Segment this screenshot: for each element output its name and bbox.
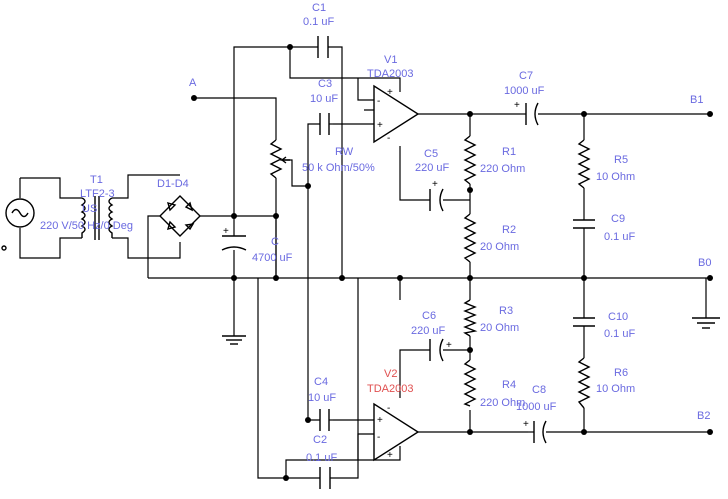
amplifier-v2-symbol: + - - +: [373, 402, 420, 462]
c6-name: C6: [422, 310, 436, 322]
plus-sign: +: [523, 419, 529, 430]
plus-sign: +: [514, 100, 520, 111]
filter-cap-name: C: [271, 236, 279, 248]
plus-sign: +: [446, 340, 452, 351]
c2-name: C2: [313, 434, 327, 446]
ground-icon: [222, 335, 246, 345]
c8-name: C8: [532, 384, 546, 396]
resistor-r4-symbol: [463, 359, 477, 407]
transformer-symbol: [80, 196, 114, 240]
c10-name: C10: [608, 311, 628, 323]
c1-name: C1: [312, 2, 326, 14]
terminal-b1-label: B1: [690, 94, 703, 106]
c8-value: 1000 uF: [516, 401, 557, 413]
c7-value: 1000 uF: [504, 85, 545, 97]
terminal-b2-label: B2: [697, 410, 710, 422]
plus-sign: +: [432, 179, 438, 190]
plus-sign: +: [377, 120, 383, 131]
capacitor-c4-symbol: [319, 409, 333, 431]
wires: [19, 46, 710, 479]
c9-value: 0.1 uF: [604, 231, 635, 243]
bridge-rectifier-symbol: [159, 195, 201, 237]
plus-sign: +: [377, 415, 383, 426]
potentiometer-symbol: [269, 139, 290, 179]
r4-name: R4: [502, 379, 516, 391]
c5-name: C5: [424, 148, 438, 160]
terminal-b0-label: B0: [698, 257, 711, 269]
transformer-model: LTF2-3: [80, 188, 115, 200]
amp-v1-name: V1: [384, 54, 397, 66]
resistor-r1-symbol: [463, 135, 477, 185]
r4-value: 220 Ohm: [480, 397, 525, 409]
c3-name: C3: [318, 78, 332, 90]
transformer-name: T1: [90, 174, 103, 186]
c7-name: C7: [519, 70, 533, 82]
ac-source-symbol: [1, 198, 35, 251]
resistor-r6-symbol: [577, 357, 591, 409]
amp-v2-name: V2: [384, 368, 397, 380]
capacitor-c5-symbol: +: [429, 179, 444, 212]
capacitor-c8-symbol: +: [523, 419, 547, 444]
c3-value: 10 uF: [310, 93, 338, 105]
terminal-a-label: A: [189, 77, 197, 89]
r1-name: R1: [502, 146, 516, 158]
plus-sign: +: [387, 450, 393, 461]
minus-sign: -: [387, 133, 390, 144]
amp-v1-model: TDA2003: [367, 68, 413, 80]
amp-v2-model: TDA2003: [367, 383, 413, 395]
filter-cap-value: 4700 uF: [252, 252, 293, 264]
r1-value: 220 Ohm: [480, 163, 525, 175]
capacitor-c2-symbol: [312, 467, 338, 489]
source-value: 220 V/50 Hz/0 Deg: [40, 220, 133, 232]
r3-value: 20 Ohm: [480, 322, 519, 334]
capacitor-c3-symbol: [319, 113, 333, 135]
c1-value: 0.1 uF: [303, 16, 334, 28]
r6-name: R6: [614, 367, 628, 379]
r5-value: 10 Ohm: [596, 171, 635, 183]
filter-capacitor-symbol: +: [221, 226, 247, 251]
resistor-r3-symbol: [463, 299, 478, 337]
capacitor-c6-symbol: +: [429, 338, 452, 362]
capacitor-c7-symbol: +: [514, 100, 539, 126]
c6-value: 220 uF: [411, 325, 446, 337]
r6-value: 10 Ohm: [596, 383, 635, 395]
minus-sign: -: [387, 403, 390, 414]
plus-sign: +: [223, 226, 229, 237]
r3-name: R3: [499, 305, 513, 317]
resistor-r2-symbol: [463, 213, 477, 263]
r2-name: R2: [502, 224, 516, 236]
capacitor-c10-symbol: [573, 317, 595, 327]
plus-sign: +: [387, 87, 393, 98]
resistor-r5-symbol: [577, 139, 591, 189]
capacitor-c9-symbol: [573, 219, 595, 229]
capacitor-c1-symbol: [308, 36, 338, 58]
c4-name: C4: [314, 376, 328, 388]
c4-value: 10 uF: [308, 392, 336, 404]
amplifier-v1-symbol: - + + -: [373, 84, 420, 144]
minus-sign: -: [377, 432, 380, 443]
pot-name: RW: [335, 146, 354, 158]
bridge-name: D1-D4: [157, 178, 189, 190]
ground-icon: [692, 317, 720, 329]
r2-value: 20 Ohm: [480, 241, 519, 253]
junction-dots: [191, 44, 713, 481]
r5-name: R5: [614, 154, 628, 166]
c9-name: C9: [611, 213, 625, 225]
source-name: US: [82, 203, 97, 215]
c5-value: 220 uF: [415, 162, 450, 174]
pot-value: 50 k Ohm/50%: [302, 162, 375, 174]
c2-value: 0.1 uF: [306, 452, 337, 464]
c10-value: 0.1 uF: [604, 328, 635, 340]
minus-sign: -: [377, 96, 380, 107]
